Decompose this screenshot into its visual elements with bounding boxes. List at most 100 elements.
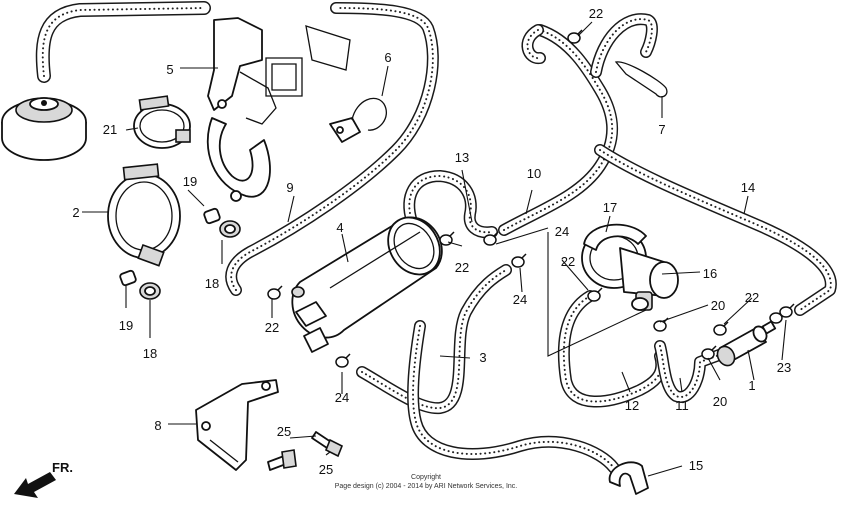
callout-8: 8 [154,418,161,433]
clip-22-c [483,231,499,246]
callout-18: 18 [143,346,157,361]
leader-line [447,241,463,247]
leader-line [647,465,683,477]
hose-14-long [594,144,837,316]
clip-22-a [267,285,283,300]
leader-line [519,267,523,293]
leader-line [605,215,611,233]
wire-clip-5 [265,25,351,97]
leader-line [289,435,317,439]
callout-13: 13 [455,150,469,165]
hose-10 [498,24,619,236]
leader-line [439,355,471,359]
callout-numbers: 1234567891011121314151617181819192020212… [72,6,791,477]
leader-line [461,169,473,223]
leader-line [723,297,753,325]
leader-line [621,371,631,393]
callout-17: 17 [603,200,617,215]
callout-3: 3 [479,350,486,365]
bracket-5 [206,17,277,202]
fuel-cap [1,97,87,161]
hoses [35,1,837,474]
leader-line [661,271,701,275]
leader-line [781,319,787,361]
callout-24: 24 [555,224,569,239]
callout-25: 25 [319,462,333,477]
hose-top-left [35,1,211,83]
leader-line [577,21,593,37]
callout-15: 15 [689,458,703,473]
leader-line [743,195,749,215]
callout-22: 22 [265,320,279,335]
leader-lines [82,21,787,477]
grommet-18-upper [219,220,241,238]
hose-11 [654,340,728,403]
clip-22-d [587,287,603,302]
callout-20: 20 [711,298,725,313]
leader-line [561,259,589,291]
hose-13-b [407,320,620,474]
copyright-line-1: Copyright [411,474,441,481]
leader-line [125,127,139,131]
clip-22-g [567,29,583,44]
leader-line [707,357,721,381]
callout-19: 19 [119,318,133,333]
callout-20: 20 [713,394,727,409]
clip-24-a [511,253,527,268]
bracket-17 [583,223,647,251]
callout-14: 14 [741,180,755,195]
leader-line [747,349,755,381]
callout-12: 12 [625,398,639,413]
callout-25: 25 [277,424,291,439]
callout-21: 21 [103,122,117,137]
callout-22: 22 [455,260,469,275]
callout-4: 4 [336,220,343,235]
front-direction-indicator: FR. [14,460,73,498]
leader-line [659,304,709,323]
callout-22: 22 [589,6,603,21]
callout-19: 19 [183,174,197,189]
leader-line [525,189,533,215]
grommet-18-lower [139,282,161,300]
front-arrow-icon [14,472,56,498]
hose-9 [225,2,439,296]
hose-10-top [521,24,546,64]
callout-2: 2 [72,205,79,220]
clip-7 [614,61,668,98]
copyright-line-2: Page design (c) 2004 - 2014 by ARI Netwo… [335,483,518,490]
clip-24-b [335,353,351,368]
clip-23 [779,303,795,318]
callout-11: 11 [675,398,689,413]
hose-12 [557,290,668,408]
bolt-25-upper [311,431,344,458]
leader-line [495,227,549,245]
callout-18: 18 [205,276,219,291]
callout-22: 22 [561,254,575,269]
callout-5: 5 [166,62,173,77]
clip-22-e [713,321,729,336]
fuel-filter-4 [291,216,443,353]
band-clamp-2 [107,163,181,267]
clip-20-a [653,317,669,332]
clamp-15 [608,461,649,495]
band-clamp-21 [133,95,191,149]
callout-9: 9 [286,180,293,195]
callout-10: 10 [527,166,541,181]
leader-line [341,233,349,263]
callout-7: 7 [658,122,665,137]
callout-6: 6 [384,50,391,65]
collar-19-upper [203,207,221,225]
clip-6 [329,97,387,143]
stay-8 [195,379,279,471]
leader-line [187,189,205,207]
callout-16: 16 [703,266,717,281]
callout-24: 24 [335,390,349,405]
callout-23: 23 [777,360,791,375]
hose-3 [356,264,512,415]
hose-13-a [403,170,498,239]
leader-line [381,65,389,97]
bolt-25-lower [267,449,297,471]
callout-1: 1 [748,378,755,393]
